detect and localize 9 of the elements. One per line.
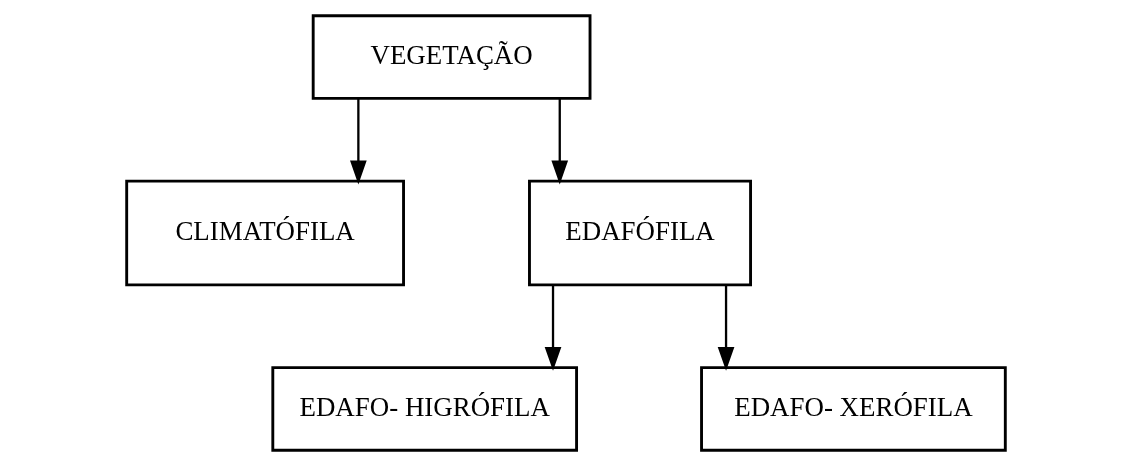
node-box: EDAFÓFILA [527, 179, 752, 287]
node-box: VEGETAÇÃO [311, 14, 591, 100]
arrow [349, 98, 367, 185]
node-box: EDAFO- HIGRÓFILA [270, 366, 578, 452]
node-box: EDAFO- XERÓFILA [699, 366, 1007, 452]
node-box: CLIMATÓFILA [124, 179, 405, 287]
arrow [544, 285, 561, 371]
arrow [550, 98, 568, 185]
arrow [717, 285, 734, 371]
